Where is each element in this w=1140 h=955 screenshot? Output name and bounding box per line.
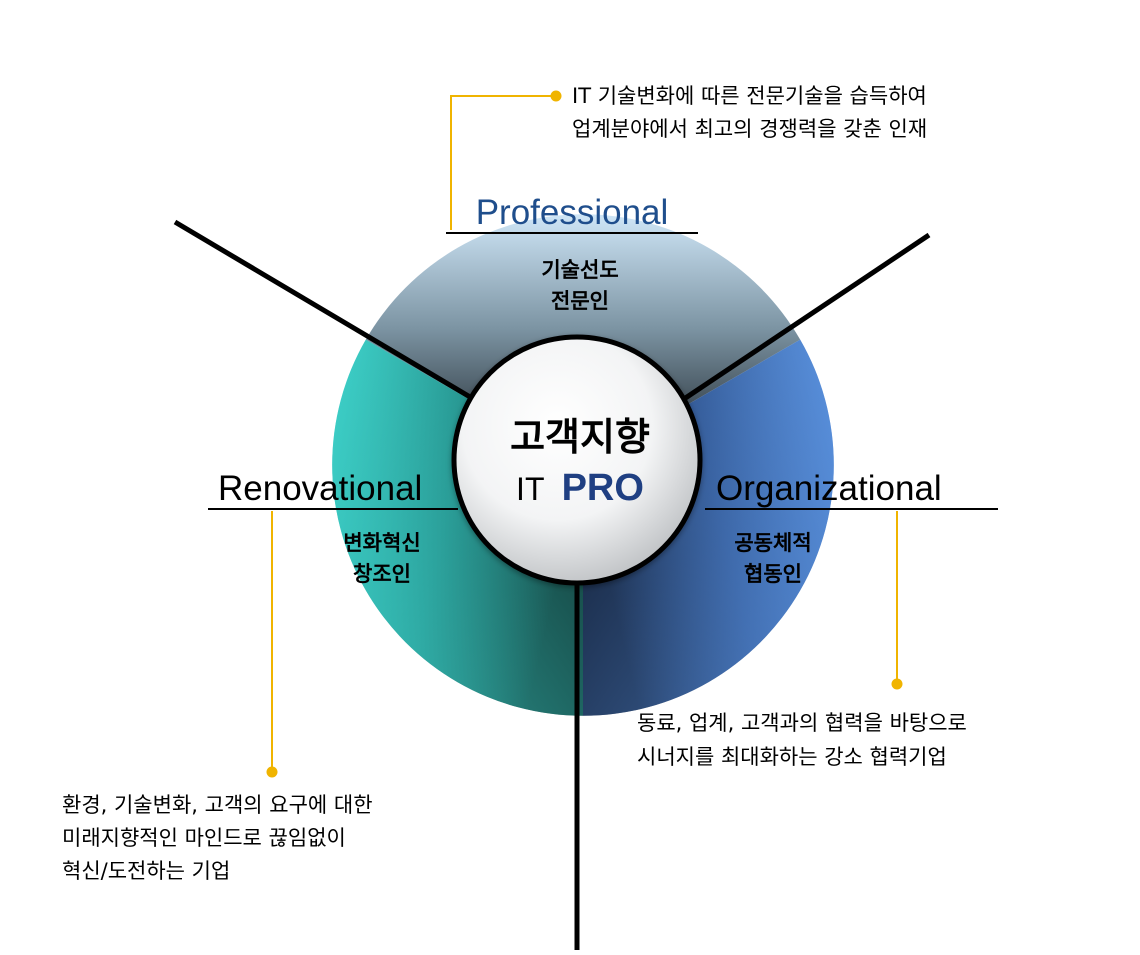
sector-left-label-1: 변화혁신: [343, 531, 420, 555]
center-prefix: IT: [516, 471, 544, 507]
connector-top-dot: [550, 90, 562, 102]
connector-right-dot: [891, 678, 903, 690]
sector-left-label-2: 창조인: [353, 562, 411, 586]
center-subtitle: IT PRO: [516, 467, 644, 509]
sector-top-label-2: 전문인: [551, 289, 609, 313]
sector-top-label-1: 기술선도: [541, 258, 618, 282]
center-circle: [451, 334, 703, 586]
center-emphasis: PRO: [562, 467, 644, 509]
desc-left-line-3: 혁신/도전하는 기업: [62, 859, 230, 883]
desc-left-line-1: 환경, 기술변화, 고객의 요구에 대한: [62, 793, 373, 817]
desc-right-line-1: 동료, 업계, 고객과의 협력을 바탕으로: [637, 711, 967, 735]
desc-top-line-2: 업계분야에서 최고의 경쟁력을 갖춘 인재: [572, 117, 927, 141]
heading-professional: Professional: [476, 193, 669, 232]
center-title: 고객지향: [510, 415, 650, 459]
sector-right-label-1: 공동체적: [734, 531, 811, 555]
connector-left-dot: [266, 766, 278, 778]
sector-right-label-2: 협동인: [744, 562, 802, 586]
desc-top-line-1: IT 기술변화에 따른 전문기술을 습득하여: [572, 84, 927, 108]
heading-organizational: Organizational: [716, 469, 942, 508]
connector-top: [450, 95, 553, 230]
divider-upper-left: [173, 219, 494, 413]
heading-renovational: Renovational: [218, 469, 422, 508]
desc-right-line-2: 시너지를 최대화하는 강소 협력기업: [637, 745, 947, 769]
divider-upper-right: [673, 232, 931, 408]
desc-left-line-2: 미래지향적인 마인드로 끊임없이: [62, 826, 346, 850]
